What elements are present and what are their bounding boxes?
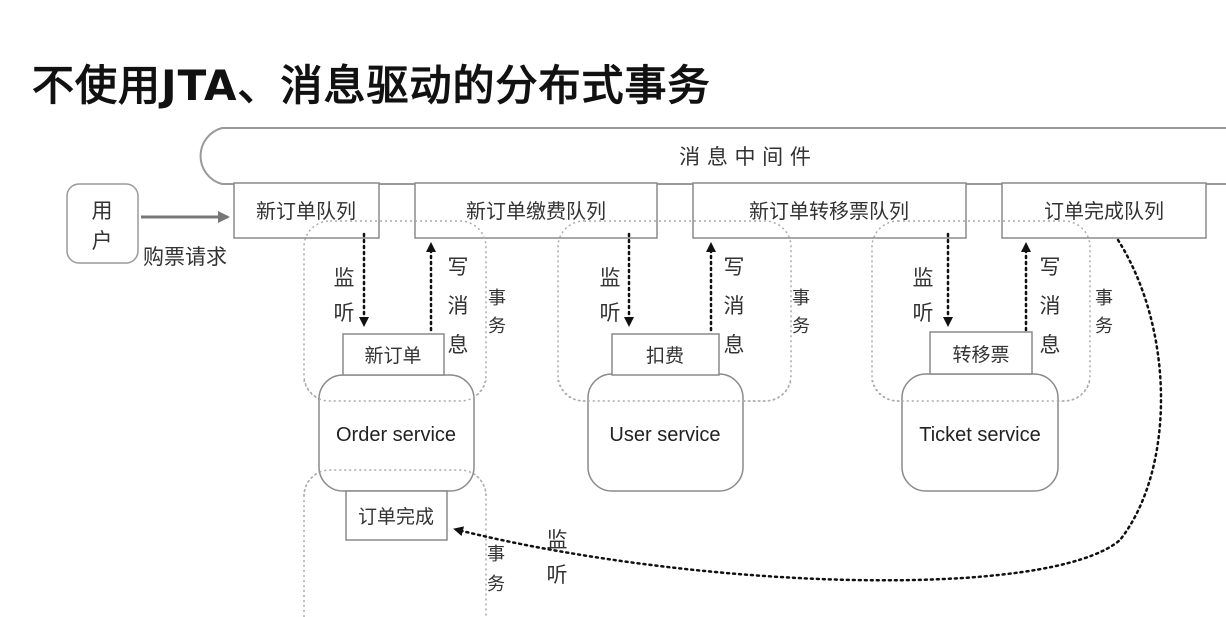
queue-order-complete: 订单完成队列 xyxy=(1001,182,1207,239)
annotations-ticket: 监 听 写 消 息 事 务 xyxy=(913,255,1114,357)
listen-label: 听 xyxy=(334,301,355,325)
handler-transfer-ticket: 转移票 xyxy=(929,331,1033,375)
listen-arrow-order-complete xyxy=(453,238,1163,582)
service-label: Order service xyxy=(336,424,456,446)
request-label: 购票请求 xyxy=(143,245,227,269)
queue-new-order-ticket-transfer: 新订单转移票队列 xyxy=(692,182,967,239)
annotations-user: 监 听 写 消 息 事 务 xyxy=(600,255,811,357)
message-arrows xyxy=(359,232,1163,582)
queue-label: 新订单队列 xyxy=(256,199,356,223)
transaction-label: 事 xyxy=(487,544,505,565)
transaction-label: 事 xyxy=(1095,288,1113,309)
transaction-label: 务 xyxy=(487,574,505,595)
transaction-label: 务 xyxy=(1095,316,1113,337)
ticket-service: Ticket service xyxy=(901,373,1059,492)
listen-label: 听 xyxy=(600,301,621,325)
write-label: 息 xyxy=(1040,333,1061,357)
handler-label: 转移票 xyxy=(952,344,1009,366)
order-service: Order service xyxy=(318,374,475,492)
transaction-label: 务 xyxy=(488,316,506,337)
user-service: User service xyxy=(587,373,744,492)
transaction-label: 事 xyxy=(488,288,506,309)
handler-charge: 扣费 xyxy=(611,333,720,376)
page-title: 不使用JTA、消息驱动的分布式事务 xyxy=(32,61,711,110)
handler-new-order: 新订单 xyxy=(342,333,445,376)
handler-label: 新订单 xyxy=(364,345,421,367)
transaction-label: 事 xyxy=(792,288,810,309)
write-label: 消 xyxy=(724,294,745,318)
user-label-line2: 户 xyxy=(92,229,113,253)
queue-new-order-payment: 新订单缴费队列 xyxy=(414,182,658,239)
listen-label: 监 xyxy=(334,266,355,290)
user-node: 用 户 xyxy=(66,183,139,264)
write-label: 消 xyxy=(1040,294,1061,318)
queue-new-order: 新订单队列 xyxy=(233,182,380,239)
write-label: 息 xyxy=(448,333,469,357)
write-label: 息 xyxy=(724,333,745,357)
annotations-order-complete: 事 务 监 听 xyxy=(487,528,568,595)
write-label: 消 xyxy=(448,294,469,318)
annotations-order: 监 听 写 消 息 事 务 xyxy=(334,255,507,357)
message-middleware: 消 息 中 间 件 xyxy=(199,127,1226,185)
listen-label: 听 xyxy=(913,301,934,325)
listen-label: 监 xyxy=(913,266,934,290)
queue-label: 新订单转移票队列 xyxy=(749,199,909,223)
listen-label: 监 xyxy=(547,528,568,552)
write-label: 写 xyxy=(724,255,745,279)
transaction-label: 务 xyxy=(792,316,810,337)
user-label-line1: 用 xyxy=(92,199,113,223)
write-label: 写 xyxy=(1040,255,1061,279)
write-label: 写 xyxy=(448,255,469,279)
listen-label: 听 xyxy=(547,563,568,587)
transaction-region-overlays xyxy=(303,379,1091,497)
handler-label: 订单完成 xyxy=(358,506,434,528)
middleware-label: 消 息 中 间 件 xyxy=(679,145,811,169)
handler-label: 扣费 xyxy=(646,345,684,367)
queue-label: 新订单缴费队列 xyxy=(466,199,606,223)
transaction-region-order xyxy=(303,220,487,402)
queue-label: 订单完成队列 xyxy=(1044,199,1164,223)
transaction-region-ticket xyxy=(871,220,1091,402)
handler-order-complete: 订单完成 xyxy=(345,490,448,541)
service-label: Ticket service xyxy=(919,424,1041,446)
service-label: User service xyxy=(609,424,720,446)
listen-label: 监 xyxy=(600,266,621,290)
